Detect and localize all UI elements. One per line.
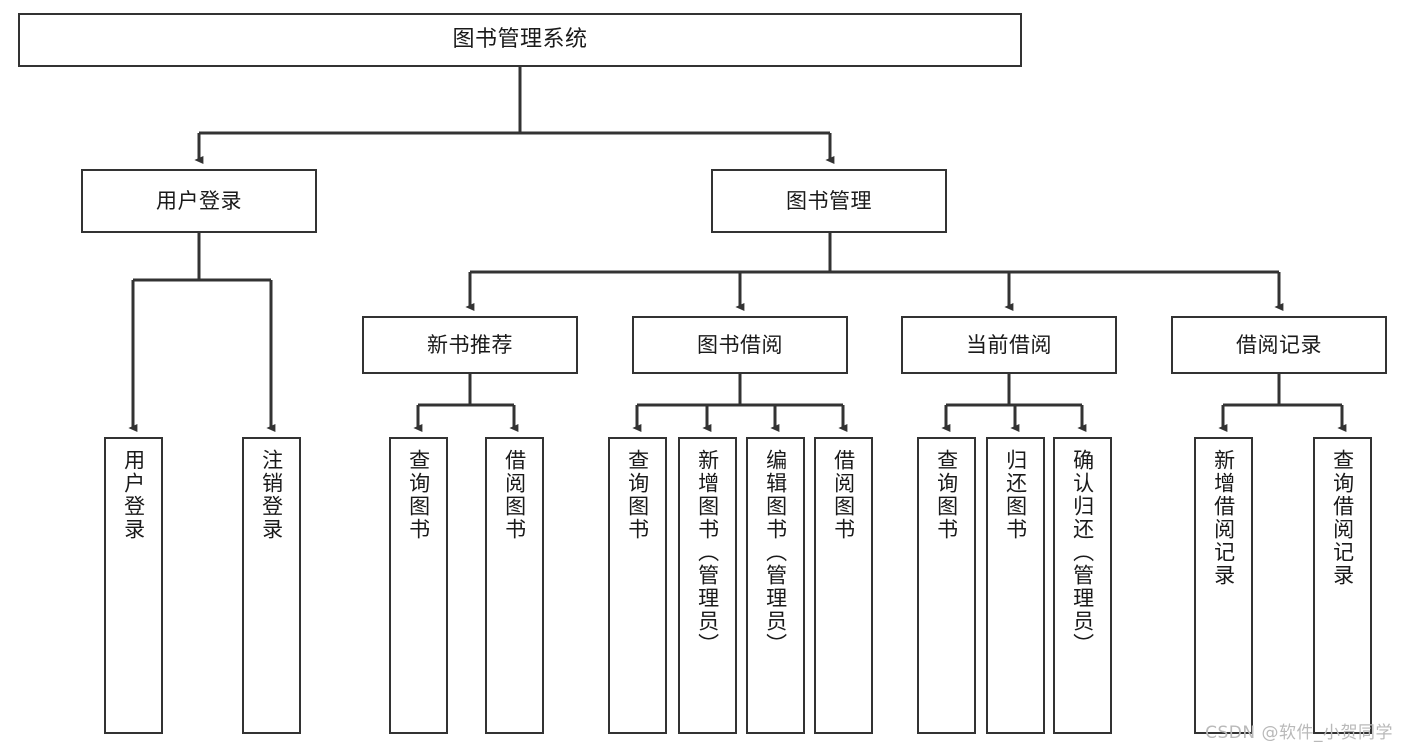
node-label: 查询图书 <box>625 449 650 541</box>
leaf-query-book-borrowing[interactable]: 查询图书 <box>608 437 667 734</box>
leaf-borrow-book-recommendation[interactable]: 借阅图书 <box>485 437 544 734</box>
leaf-logout[interactable]: 注销登录 <box>242 437 301 734</box>
node-user-login[interactable]: 用户登录 <box>81 169 317 233</box>
node-label: 新书推荐 <box>427 332 513 357</box>
node-label: 确认归还（管理员） <box>1070 449 1095 656</box>
node-current-borrowing[interactable]: 当前借阅 <box>901 316 1117 374</box>
node-label: 新增借阅记录 <box>1211 449 1236 587</box>
leaf-user-login[interactable]: 用户登录 <box>104 437 163 734</box>
leaf-query-book-current[interactable]: 查询图书 <box>917 437 976 734</box>
node-label: 查询图书 <box>406 449 431 541</box>
node-label: 查询借阅记录 <box>1330 449 1355 587</box>
node-label: 图书管理 <box>786 188 872 213</box>
node-label: 查询图书 <box>934 449 959 541</box>
node-label: 新增图书（管理员） <box>695 449 720 656</box>
node-label: 图书管理系统 <box>452 27 588 53</box>
node-label: 用户登录 <box>121 449 146 541</box>
leaf-confirm-return-admin[interactable]: 确认归还（管理员） <box>1053 437 1112 734</box>
leaf-add-borrowing-record[interactable]: 新增借阅记录 <box>1194 437 1253 734</box>
node-label: 当前借阅 <box>966 332 1052 357</box>
leaf-add-book-admin[interactable]: 新增图书（管理员） <box>678 437 737 734</box>
node-label: 归还图书 <box>1003 449 1028 541</box>
node-label: 注销登录 <box>259 449 284 541</box>
leaf-query-borrowing-record[interactable]: 查询借阅记录 <box>1313 437 1372 734</box>
node-new-book-recommendation[interactable]: 新书推荐 <box>362 316 578 374</box>
node-label: 图书借阅 <box>697 332 783 357</box>
node-book-management[interactable]: 图书管理 <box>711 169 947 233</box>
leaf-borrow-book[interactable]: 借阅图书 <box>814 437 873 734</box>
node-label: 借阅图书 <box>502 449 527 541</box>
node-label: 编辑图书（管理员） <box>763 449 788 656</box>
node-label: 用户登录 <box>156 188 242 213</box>
leaf-query-book-recommendation[interactable]: 查询图书 <box>389 437 448 734</box>
node-label: 借阅记录 <box>1236 332 1322 357</box>
node-borrowing-records[interactable]: 借阅记录 <box>1171 316 1387 374</box>
csdn-watermark: CSDN @软件_小贺同学 <box>1205 723 1393 743</box>
leaf-edit-book-admin[interactable]: 编辑图书（管理员） <box>746 437 805 734</box>
node-label: 借阅图书 <box>831 449 856 541</box>
node-book-borrowing[interactable]: 图书借阅 <box>632 316 848 374</box>
leaf-return-book[interactable]: 归还图书 <box>986 437 1045 734</box>
node-root-book-management-system[interactable]: 图书管理系统 <box>18 13 1022 67</box>
